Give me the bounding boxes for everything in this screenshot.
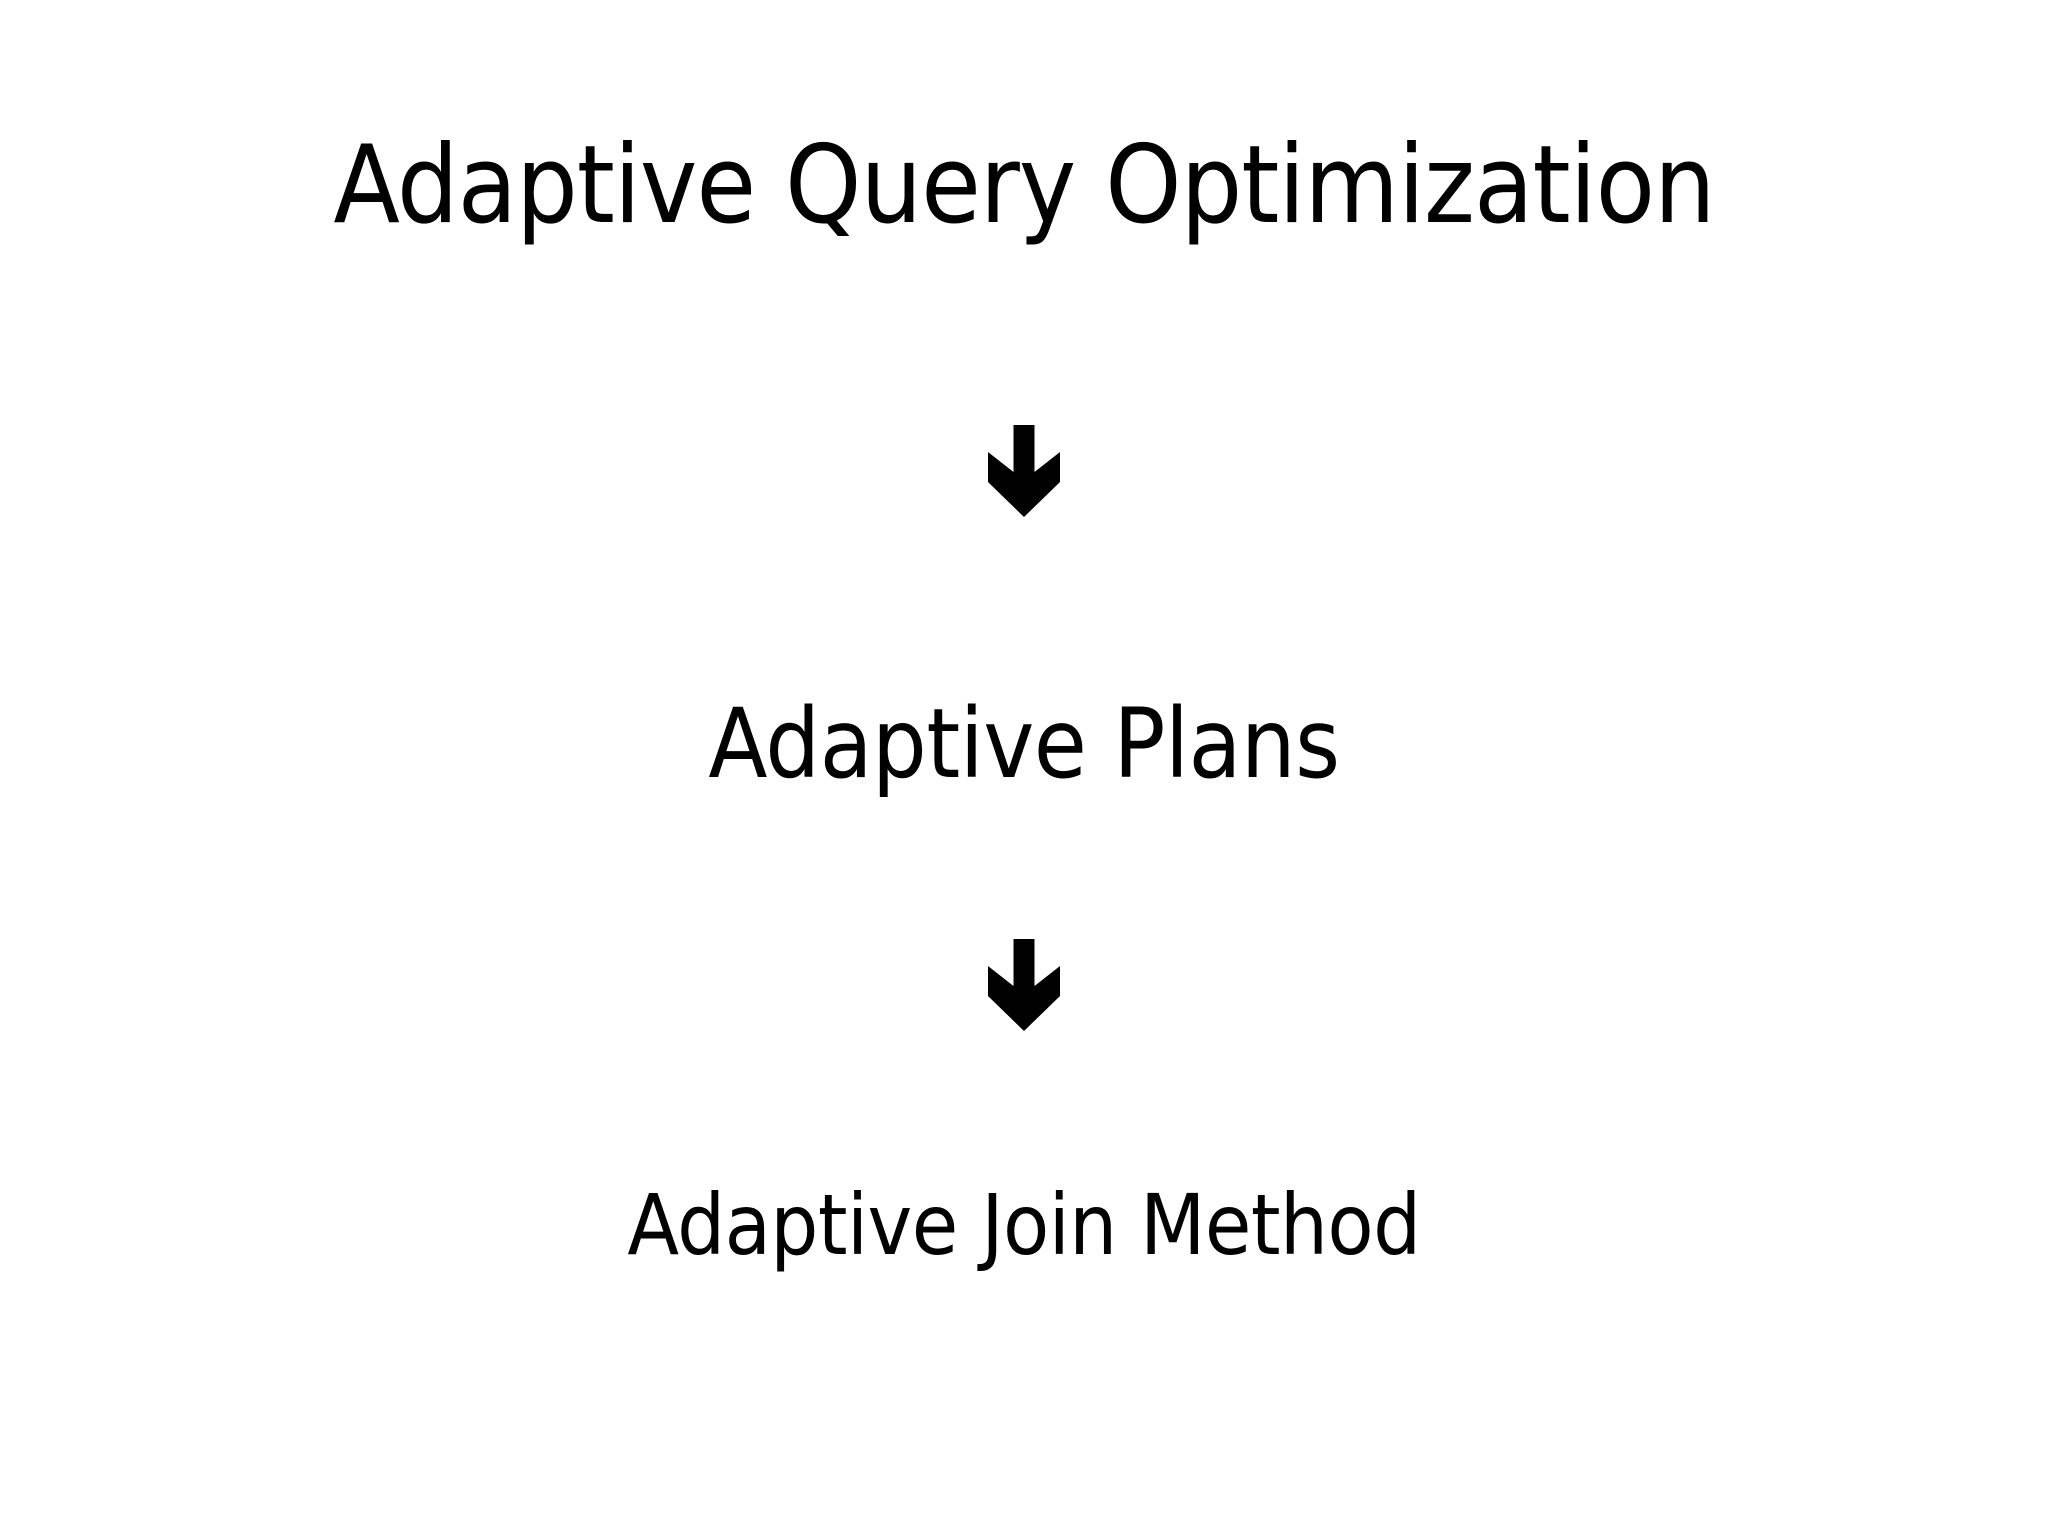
connector-arrow-one	[0, 425, 2048, 517]
arrow-down-icon	[986, 939, 1062, 1031]
arrow-down-icon	[986, 425, 1062, 517]
connector-arrow-two	[0, 939, 2048, 1031]
flow-node-adaptive-join-method: Adaptive Join Method	[627, 1176, 1421, 1274]
flow-node-adaptive-plans: Adaptive Plans	[708, 688, 1340, 800]
slide-title: Adaptive Query Optimization	[333, 123, 1715, 248]
